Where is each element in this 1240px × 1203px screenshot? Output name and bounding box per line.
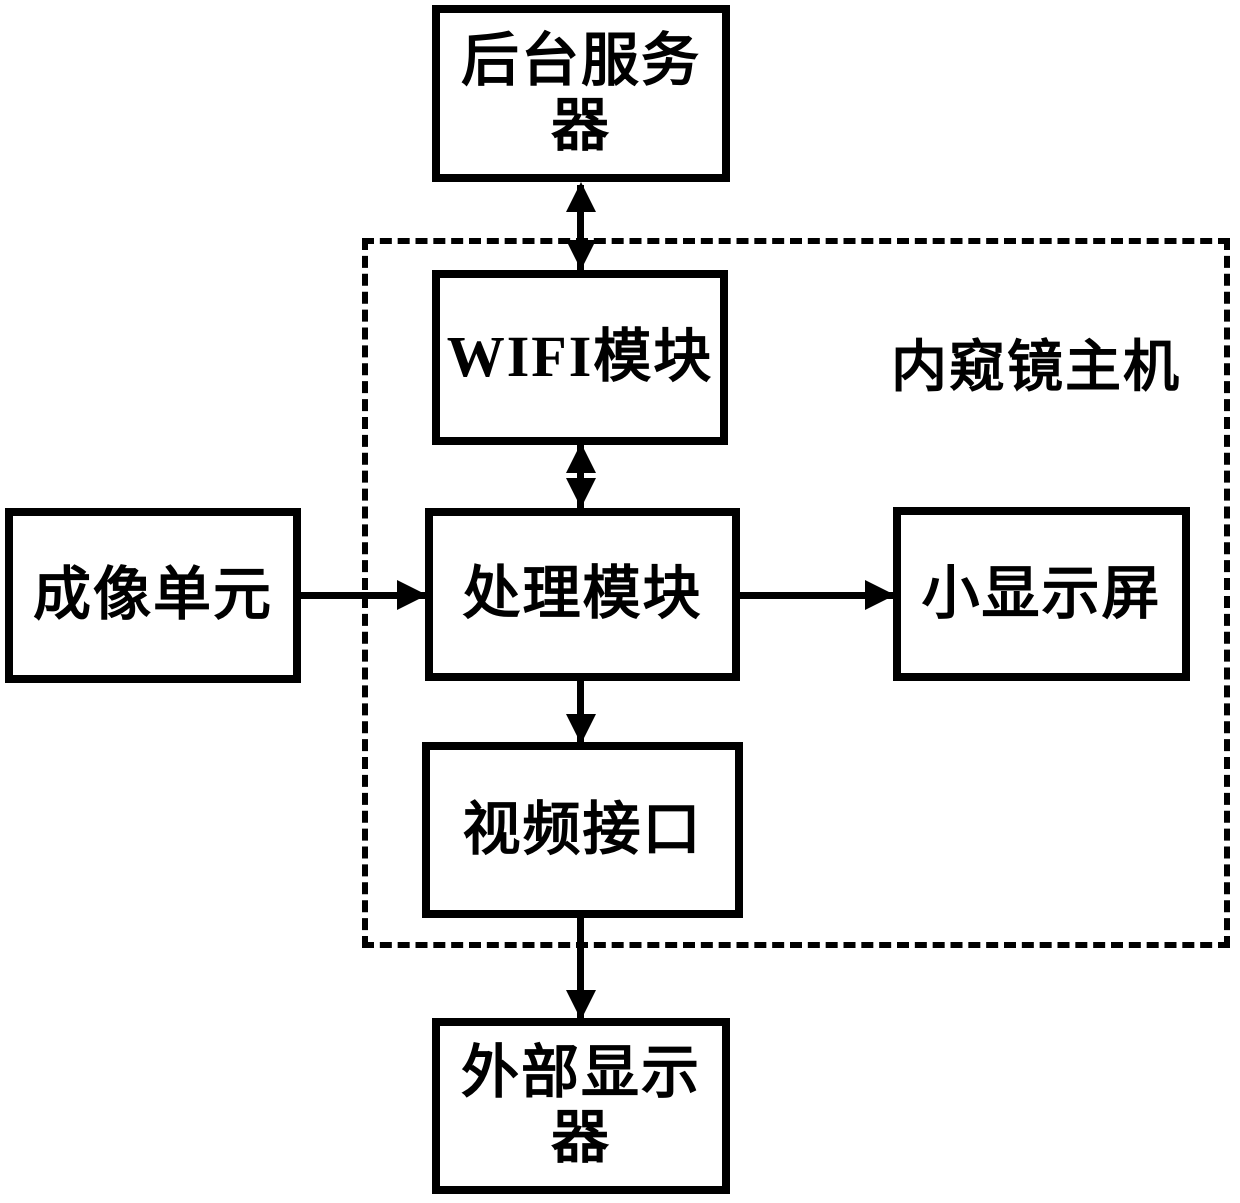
node-imaging-unit: 成像单元 [5, 508, 301, 683]
node-processing-module: 处理模块 [425, 508, 740, 681]
endoscope-host-group-label: 内窥镜主机 [891, 337, 1181, 399]
node-backend-server: 后台服务 器 [432, 5, 730, 182]
node-wifi-module: WIFI模块 [432, 270, 728, 445]
node-small-display: 小显示屏 [893, 507, 1190, 681]
node-external-display: 外部显示 器 [432, 1018, 730, 1194]
node-video-interface: 视频接口 [422, 742, 743, 918]
